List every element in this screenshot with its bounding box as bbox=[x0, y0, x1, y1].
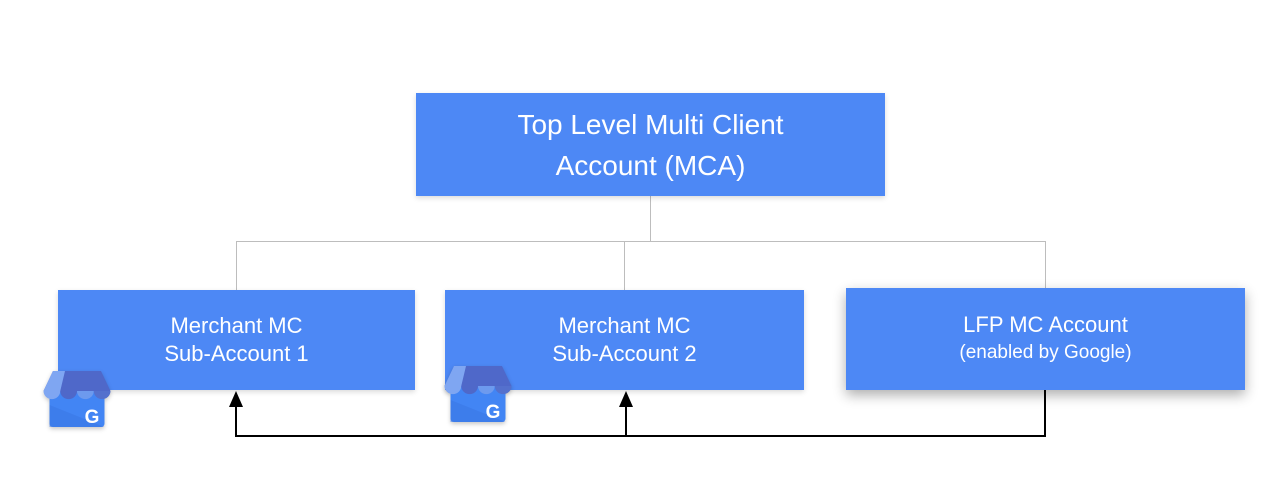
node-sub2-label-line1: Merchant MC bbox=[558, 313, 691, 338]
google-g-letter: G bbox=[85, 407, 100, 428]
node-merchant-sub-account-1: Merchant MC Sub-Account 1 bbox=[58, 290, 415, 390]
tree-connector-drop-lfp bbox=[1045, 242, 1046, 288]
flow-line-horizontal bbox=[235, 435, 1046, 437]
tree-connector-horizontal bbox=[236, 241, 1046, 242]
tree-connector-drop-sub2 bbox=[624, 242, 625, 290]
node-sub1-label-line1: Merchant MC bbox=[170, 313, 303, 338]
tree-connector-drop-sub1 bbox=[236, 242, 237, 290]
awning-scallop-3 bbox=[77, 391, 94, 400]
node-mca-label-line2: Account (MCA) bbox=[555, 149, 746, 181]
storefront-fold bbox=[49, 405, 105, 427]
node-mca-label-line1: Top Level Multi Client bbox=[517, 108, 784, 140]
flow-line-from-lfp bbox=[1044, 390, 1046, 436]
node-sub2-label-line2: Sub-Account 2 bbox=[552, 341, 697, 366]
node-mca: Top Level Multi Client Account (MCA) bbox=[416, 93, 885, 196]
google-business-icon: G bbox=[444, 366, 512, 423]
awning-scallop-4 bbox=[93, 391, 111, 400]
google-g-letter: G bbox=[486, 402, 501, 423]
awning-scallop-1 bbox=[43, 391, 61, 400]
node-lfp-label-line1: LFP MC Account bbox=[963, 312, 1128, 337]
node-lfp-label-line2: (enabled by Google) bbox=[959, 342, 1132, 363]
awning-scallop-4 bbox=[494, 386, 512, 395]
awning-scallop-3 bbox=[478, 386, 495, 395]
awning-scallop-2 bbox=[461, 386, 478, 395]
awning-scallop-1 bbox=[444, 386, 462, 395]
awning-top-light bbox=[43, 371, 65, 391]
storefront-fold bbox=[450, 400, 506, 422]
arrowhead-up-sub1-icon bbox=[229, 391, 243, 407]
node-sub1-label-line2: Sub-Account 1 bbox=[164, 341, 309, 366]
flow-line-to-sub1 bbox=[235, 406, 237, 435]
flow-line-to-sub2 bbox=[625, 406, 627, 435]
tree-connector-top-vertical bbox=[650, 196, 651, 241]
awning-scallop-2 bbox=[60, 391, 77, 400]
arrowhead-up-sub2-icon bbox=[619, 391, 633, 407]
awning-top-light bbox=[444, 366, 466, 386]
google-business-icon: G bbox=[43, 371, 111, 428]
node-lfp-mc-account: LFP MC Account (enabled by Google) bbox=[846, 288, 1245, 390]
